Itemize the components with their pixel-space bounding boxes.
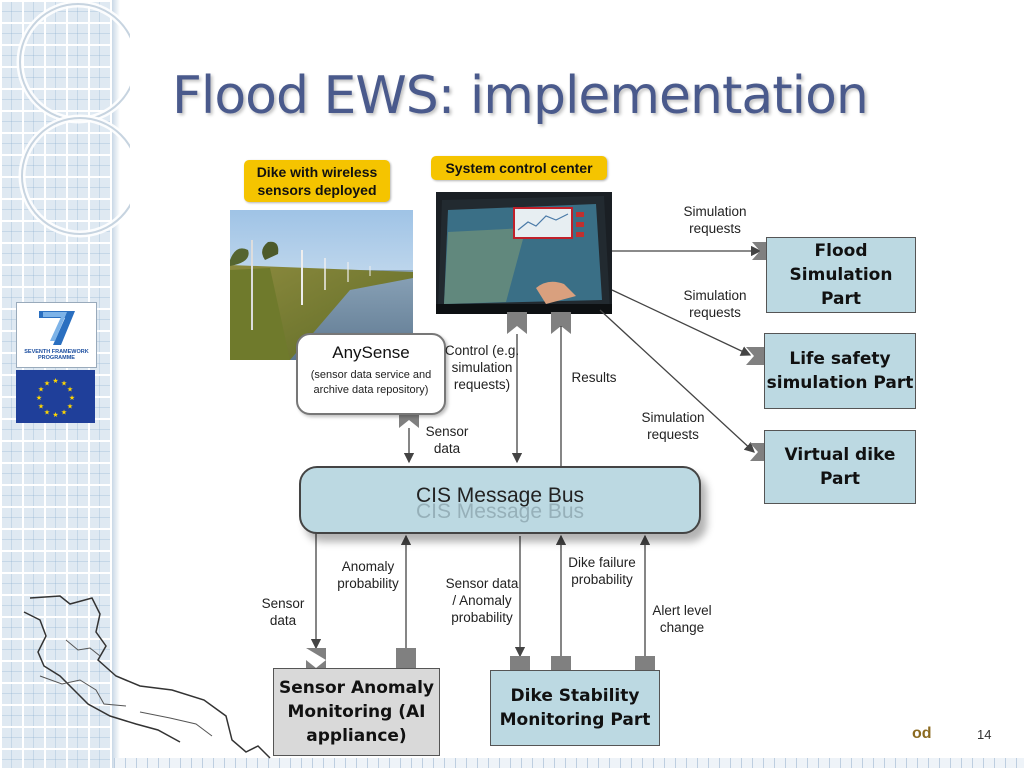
- sensor-anomaly-label: Sensor Anomaly Monitoring (AI appliance): [278, 678, 434, 746]
- page-number: 14: [977, 727, 992, 742]
- connector-tab-results: [551, 312, 571, 334]
- fp7-seven-icon: [39, 311, 75, 345]
- svg-text:★: ★: [52, 411, 58, 419]
- label-sensor-data-left: Sensor data: [261, 596, 305, 628]
- virtual-dike-box: Virtual dike Part: [764, 430, 916, 504]
- label-sim-requests-2: Simulation requests: [683, 288, 747, 320]
- dike-stability-label: Dike Stability Monitoring Part: [499, 686, 651, 730]
- svg-text:★: ★: [61, 409, 67, 417]
- connector-tab-control: [507, 312, 527, 334]
- cis-bus-reflection: CIS Message Bus: [415, 500, 585, 523]
- footer-fragment: od: [912, 725, 932, 742]
- eu-flag-logo: ★★★ ★★★ ★★★ ★★★: [16, 370, 95, 423]
- svg-text:★: ★: [67, 386, 73, 394]
- anysense-subtitle: (sensor data service and archive data re…: [310, 369, 432, 396]
- svg-text:★: ★: [38, 386, 44, 394]
- label-anomaly-probability: Anomaly probability: [337, 559, 399, 591]
- label-results: Results: [571, 370, 617, 385]
- svg-text:★: ★: [38, 403, 44, 411]
- svg-text:★: ★: [44, 409, 50, 417]
- svg-text:★: ★: [67, 403, 73, 411]
- sensor-anomaly-box: Sensor Anomaly Monitoring (AI appliance): [273, 668, 440, 756]
- label-sim-requests-1: Simulation requests: [683, 204, 747, 236]
- virtual-dike-label: Virtual dike Part: [784, 445, 896, 489]
- label-control: Control (e.g. simulation requests): [444, 343, 520, 392]
- anysense-title: AnySense: [332, 343, 410, 362]
- flood-simulation-box: Flood Simulation Part: [766, 237, 916, 313]
- fp7-caption: SEVENTH FRAMEWORK PROGRAMME: [24, 349, 89, 361]
- label-alert-level: Alert level change: [652, 603, 712, 635]
- dike-callout: Dike with wireless sensors deployed: [244, 160, 390, 202]
- slide-title: Flood EWS: implementation: [172, 66, 869, 126]
- anysense-box: AnySense (sensor data service and archiv…: [296, 333, 446, 415]
- life-safety-box: Life safety simulation Part: [764, 333, 916, 409]
- control-center-callout: System control center: [431, 156, 607, 180]
- svg-text:★: ★: [69, 394, 75, 402]
- label-sim-requests-3: Simulation requests: [641, 410, 705, 442]
- label-dike-failure: Dike failure probability: [568, 555, 636, 587]
- cis-message-bus: CIS Message Bus CIS Message Bus: [299, 466, 701, 534]
- control-center-photo: [436, 192, 612, 314]
- sidebar-edge: [112, 0, 120, 768]
- svg-text:★: ★: [44, 380, 50, 388]
- label-sensor-anomaly-prob: Sensor data / Anomaly probability: [445, 576, 519, 625]
- svg-text:★: ★: [36, 394, 42, 402]
- eu-stars-icon: ★★★ ★★★ ★★★ ★★★: [36, 377, 75, 419]
- label-sensor-data-top: Sensor data: [425, 424, 469, 456]
- dike-stability-box: Dike Stability Monitoring Part: [490, 670, 660, 746]
- cis-bus-label: CIS Message Bus: [415, 484, 585, 507]
- decorative-rings: [16, 0, 130, 238]
- life-safety-label: Life safety simulation Part: [766, 349, 914, 393]
- svg-text:★: ★: [52, 377, 58, 385]
- bottom-strip: [114, 758, 1024, 768]
- flood-simulation-label: Flood Simulation Part: [789, 241, 893, 309]
- svg-text:★: ★: [61, 380, 67, 388]
- fp7-logo: SEVENTH FRAMEWORK PROGRAMME: [16, 302, 97, 368]
